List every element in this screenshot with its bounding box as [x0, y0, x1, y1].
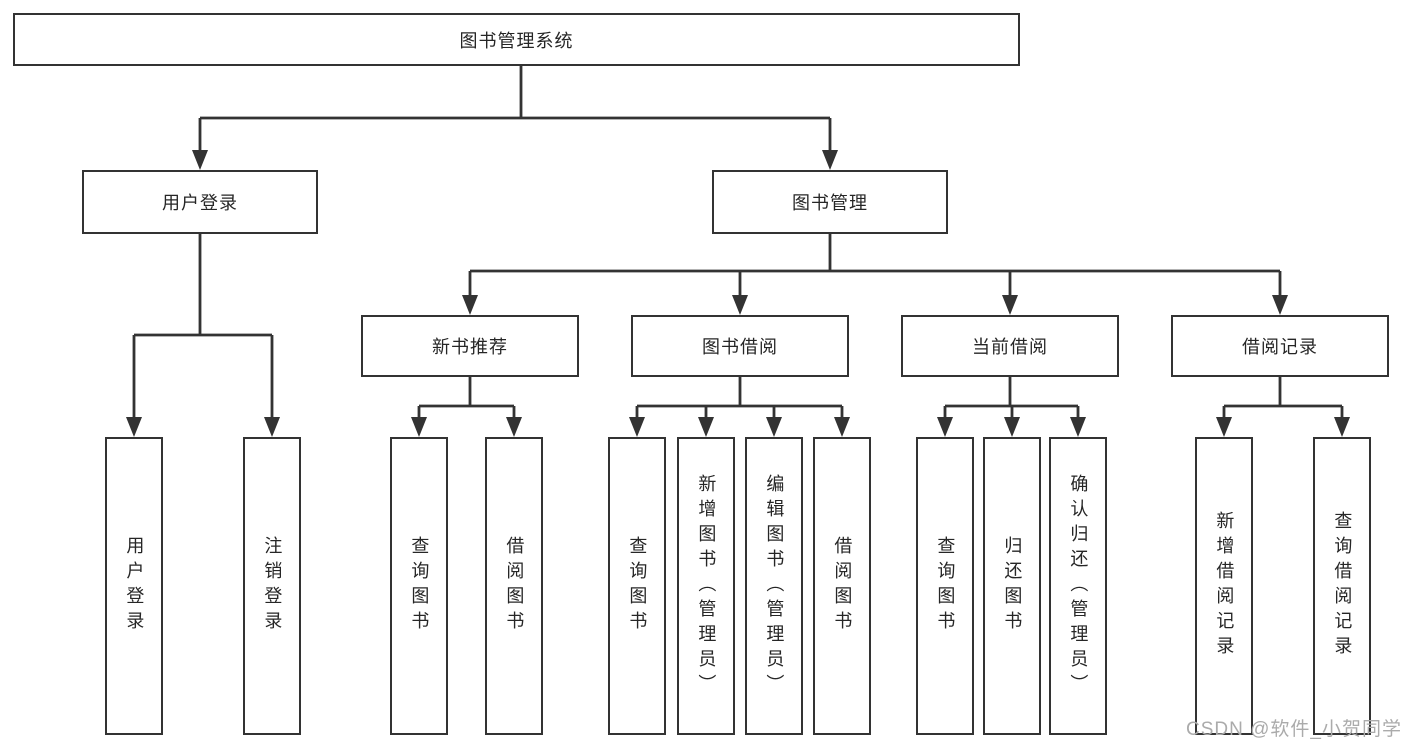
connector-current-borrow-children — [937, 377, 1086, 437]
node-leaf-logout-label: 注销登录 — [262, 536, 283, 636]
node-leaf-query-borrow-record: 查询借阅记录 — [1313, 437, 1371, 735]
node-book-borrow: 图书借阅 — [631, 315, 849, 377]
node-leaf-edit-book-admin-label: 编辑图书（管理员） — [764, 473, 785, 699]
node-leaf-query-book-2-label: 查询图书 — [627, 536, 648, 636]
node-book-management: 图书管理 — [712, 170, 948, 234]
node-current-borrow: 当前借阅 — [901, 315, 1119, 377]
node-leaf-borrow-book-2-label: 借阅图书 — [832, 536, 853, 636]
node-leaf-add-borrow-record-label: 新增借阅记录 — [1214, 511, 1235, 661]
node-leaf-user-login: 用户登录 — [105, 437, 163, 735]
node-leaf-confirm-return-admin-label: 确认归还（管理员） — [1068, 473, 1089, 699]
connector-book-management-children — [462, 234, 1288, 315]
connector-user-login-children — [126, 234, 280, 437]
node-leaf-return-book: 归还图书 — [983, 437, 1041, 735]
node-leaf-confirm-return-admin: 确认归还（管理员） — [1049, 437, 1107, 735]
node-user-login-label: 用户登录 — [162, 193, 238, 213]
node-root-label: 图书管理系统 — [459, 30, 574, 51]
node-user-login: 用户登录 — [82, 170, 318, 234]
node-book-management-label: 图书管理 — [792, 193, 868, 213]
node-leaf-add-book-admin-label: 新增图书（管理员） — [696, 473, 717, 699]
node-leaf-query-book-1-label: 查询图书 — [409, 536, 430, 636]
connector-root-to-level1 — [192, 66, 838, 170]
node-leaf-query-book-3-label: 查询图书 — [935, 536, 956, 636]
node-leaf-add-borrow-record: 新增借阅记录 — [1195, 437, 1253, 735]
node-leaf-edit-book-admin: 编辑图书（管理员） — [745, 437, 803, 735]
node-leaf-borrow-book-1: 借阅图书 — [485, 437, 543, 735]
node-leaf-user-login-label: 用户登录 — [124, 536, 145, 636]
node-leaf-borrow-book-1-label: 借阅图书 — [504, 536, 525, 636]
node-borrow-record: 借阅记录 — [1171, 315, 1389, 377]
node-new-book-recommend-label: 新书推荐 — [432, 337, 508, 357]
node-new-book-recommend: 新书推荐 — [361, 315, 579, 377]
node-book-borrow-label: 图书借阅 — [702, 337, 778, 357]
connector-new-book-children — [411, 377, 522, 437]
node-leaf-query-borrow-record-label: 查询借阅记录 — [1332, 511, 1353, 661]
node-leaf-return-book-label: 归还图书 — [1002, 536, 1023, 636]
connector-book-borrow-children — [629, 377, 850, 437]
node-root-library-system: 图书管理系统 — [13, 13, 1020, 66]
node-borrow-record-label: 借阅记录 — [1242, 337, 1318, 357]
csdn-watermark: CSDN @软件_小贺同学 — [1186, 719, 1402, 740]
node-leaf-query-book-1: 查询图书 — [390, 437, 448, 735]
node-leaf-add-book-admin: 新增图书（管理员） — [677, 437, 735, 735]
node-leaf-logout: 注销登录 — [243, 437, 301, 735]
connector-borrow-record-children — [1216, 377, 1350, 437]
node-leaf-query-book-2: 查询图书 — [608, 437, 666, 735]
node-current-borrow-label: 当前借阅 — [972, 337, 1048, 357]
node-leaf-query-book-3: 查询图书 — [916, 437, 974, 735]
node-leaf-borrow-book-2: 借阅图书 — [813, 437, 871, 735]
